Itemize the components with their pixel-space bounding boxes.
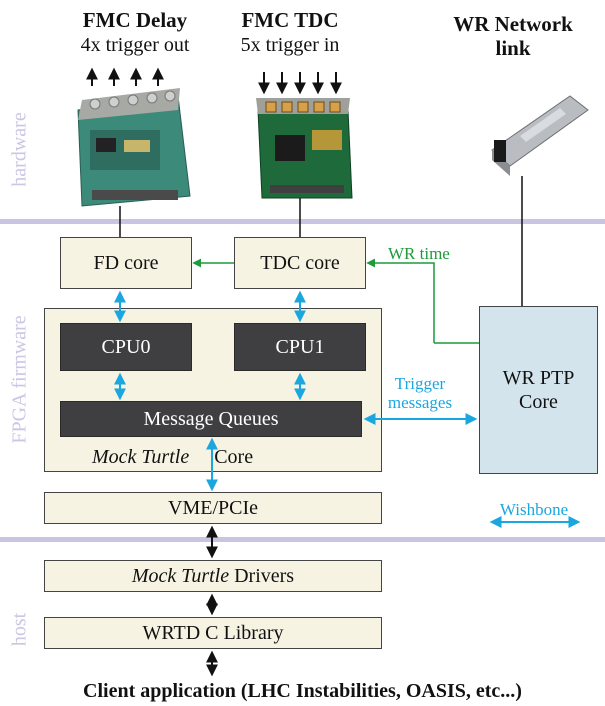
core-word: Core (214, 446, 254, 468)
fmc-delay-subtitle: 4x trigger out (80, 34, 190, 56)
cpu1-box: CPU1 (234, 323, 366, 371)
wr-time-label: WR time (388, 244, 450, 263)
fmc-delay-title: FMC Delay (82, 8, 188, 32)
fmc-delay-board-image (77, 88, 191, 207)
wishbone-label: Wishbone (499, 500, 569, 519)
trigger-messages-label: Trigger messages (387, 374, 453, 412)
hardware-firmware-separator (0, 219, 605, 224)
fmc-tdc-title: FMC TDC (241, 8, 339, 32)
drivers-word: Drivers (234, 564, 295, 587)
trigger-out-arrows (86, 67, 164, 86)
mock-turtle-drivers-box: Mock Turtle Drivers (44, 560, 382, 592)
trigger-in-arrows (258, 72, 342, 95)
message-queues-box: Message Queues (60, 401, 362, 437)
tdc-core-box: TDC core (234, 237, 366, 289)
cpu0-box: CPU0 (60, 323, 192, 371)
wrtd-library-box: WRTD C Library (44, 617, 382, 649)
wr-ptp-core-box: WR PTP Core (479, 306, 598, 474)
fmc-tdc-board-image (256, 98, 353, 199)
wr-network-title: WR Network link (453, 12, 573, 60)
wr-time-arrow (366, 258, 435, 343)
vme-pcie-box: VME/PCIe (44, 492, 382, 524)
fd-core-box: FD core (60, 237, 192, 289)
client-application-label: Client application (LHC Instabilities, O… (83, 680, 522, 702)
fmc-tdc-subtitle: 5x trigger in (240, 34, 340, 56)
firmware-host-separator (0, 537, 605, 542)
mock-turtle-core-label: Mock Turtle Core (92, 446, 253, 469)
mock-turtle-drivers-italic: Mock Turtle (131, 564, 230, 587)
mock-turtle-italic: Mock Turtle (92, 446, 190, 468)
sfp-transceiver-image (491, 95, 589, 176)
